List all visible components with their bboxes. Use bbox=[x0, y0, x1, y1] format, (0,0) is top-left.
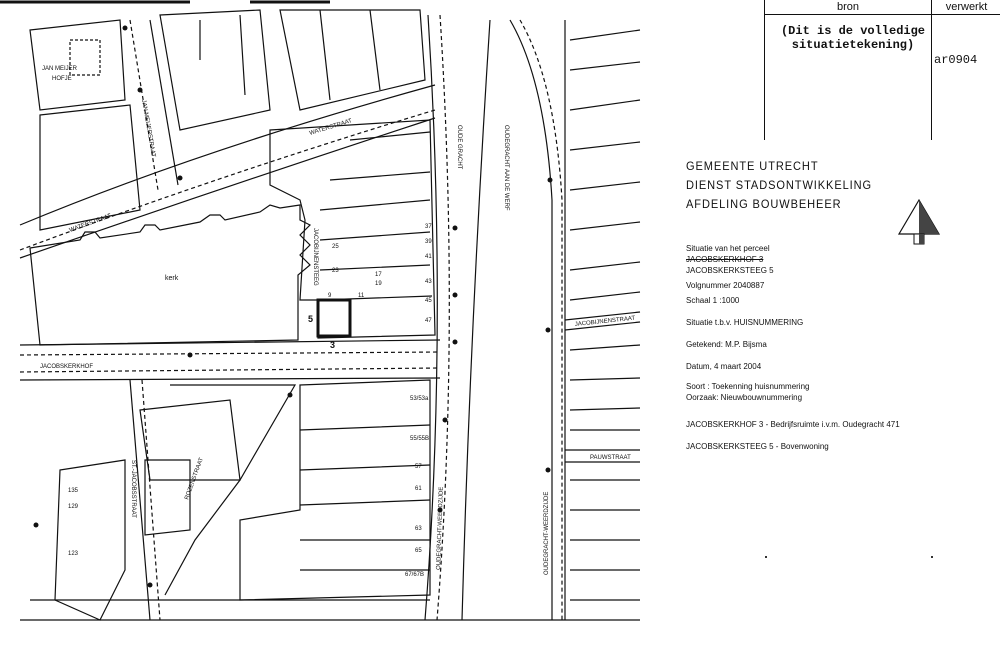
column-header-source: bron bbox=[765, 0, 932, 14]
house-number: 61 bbox=[415, 486, 422, 492]
drawn-by: Getekend: M.P. Bijsma bbox=[686, 340, 767, 349]
street-label-jan-meijerstraat: JAN MEIJERSTRAAT bbox=[140, 99, 156, 158]
type: Soort : Toekenning huisnummering bbox=[686, 382, 810, 391]
divider bbox=[931, 15, 932, 140]
house-number: 53/53a bbox=[410, 396, 429, 402]
house-number: 47 bbox=[425, 318, 432, 324]
note-line: (Dit is de volledige bbox=[780, 24, 926, 38]
org-line-municipality: GEMEENTE UTRECHT bbox=[686, 159, 819, 173]
house-number: 45 bbox=[425, 298, 432, 304]
date: Datum, 4 maart 2004 bbox=[686, 362, 762, 371]
house-number: 65 bbox=[415, 548, 422, 554]
house-number: 135 bbox=[68, 488, 79, 494]
processed-code: ar0904 bbox=[934, 53, 978, 67]
house-number: 41 bbox=[425, 254, 432, 260]
stamp-note: (Dit is de volledige situatietekening) bbox=[775, 24, 931, 52]
street-label-rozenstraat: ROZENSTRAAT bbox=[184, 457, 205, 501]
street-label-pauwstraat: PAUWSTRAAT bbox=[590, 455, 631, 461]
street-label-oude-gracht: OUDE GRACHT bbox=[456, 125, 462, 170]
label-jan-meijer-hofje: JAN MEIJER bbox=[42, 66, 78, 72]
waterstraat-edge-south bbox=[19, 109, 436, 251]
assignment-2: JACOBSKERKSTEEG 5 - Bovenwoning bbox=[686, 442, 829, 451]
street-label-st-jacobsstraat: ST.-JACOBSSTRAAT bbox=[130, 460, 136, 518]
street-label-oudegracht-weerdzijde-2: OUDEGRACHT-WEERDZIJDE bbox=[544, 492, 550, 575]
street-label-jacobijnensteeg: JACOBIJNENSTEEG bbox=[312, 228, 318, 286]
column-header-processed: verwerkt bbox=[945, 1, 988, 13]
house-number: 123 bbox=[68, 551, 79, 557]
label-hofje: HOFJE bbox=[52, 76, 72, 82]
parcel-address: JACOBSKERKSTEEG 5 bbox=[686, 266, 774, 275]
label-kerk: kerk bbox=[165, 275, 179, 282]
house-number: 23 bbox=[332, 268, 339, 274]
cause: Oorzaak: Nieuwbouwnummering bbox=[686, 393, 803, 402]
scale: Schaal 1 :1000 bbox=[686, 296, 740, 305]
house-number: 43 bbox=[425, 279, 432, 285]
sequence-number: Volgnummer 2040887 bbox=[686, 281, 765, 290]
house-number: 39 bbox=[425, 239, 432, 245]
parcel-info: Situatie van het perceel JACOBSKERKHOF 3… bbox=[686, 243, 900, 452]
org-line-department: DIENST STADSONTWIKKELING bbox=[686, 178, 873, 192]
waterstraat-edge-north bbox=[19, 84, 436, 226]
street-label-jacobskerkhof: JACOBSKERKHOF bbox=[40, 364, 93, 370]
house-number: 9 bbox=[328, 293, 332, 299]
street-label-oudegracht-weerdzijde: OUDEGRACHT-WEERDZIJDE bbox=[436, 487, 445, 571]
note-line: situatietekening) bbox=[791, 38, 915, 52]
house-number: 37 bbox=[425, 224, 432, 230]
house-number: 67/67B bbox=[405, 572, 424, 578]
house-number: 3 bbox=[330, 340, 335, 350]
assignment-1: JACOBSKERKHOF 3 - Bedrijfsruimte i.v.m. … bbox=[686, 420, 900, 429]
organisation-heading: GEMEENTE UTRECHT DIENST STADSONTWIKKELIN… bbox=[686, 157, 872, 214]
scan-dot bbox=[931, 556, 933, 558]
house-number: 11 bbox=[358, 293, 365, 299]
house-number: 17 bbox=[375, 272, 382, 278]
house-number: 25 bbox=[332, 244, 339, 250]
street-label-oudegracht-aan-de-werf: OUDEGRACHT AAN DE WERF bbox=[503, 125, 509, 211]
house-number: 19 bbox=[375, 281, 382, 287]
house-number: 63 bbox=[415, 526, 422, 532]
subject-parcel bbox=[316, 298, 352, 338]
church-outline bbox=[29, 204, 312, 346]
house-number: 5 bbox=[308, 314, 313, 324]
north-arrow-icon bbox=[897, 198, 941, 245]
scan-dot bbox=[765, 556, 767, 558]
purpose: Situatie t.b.v. HUISNUMMERING bbox=[686, 318, 804, 327]
house-number: 57 bbox=[415, 464, 422, 470]
situation-label: Situatie van het perceel bbox=[686, 244, 770, 253]
house-number: 129 bbox=[68, 504, 79, 510]
house-number: 55/55B bbox=[410, 436, 429, 442]
org-line-division: AFDELING BOUWBEHEER bbox=[686, 197, 842, 211]
site-map: WATERSTRAAT WATERSTRAAT JAN MEIJERSTRAAT… bbox=[0, 0, 641, 621]
source-stamp-table: bron verwerkt (Dit is de volledige situa… bbox=[764, 0, 1000, 140]
old-address-struck: JACOBSKERKHOF 3 bbox=[686, 255, 764, 264]
